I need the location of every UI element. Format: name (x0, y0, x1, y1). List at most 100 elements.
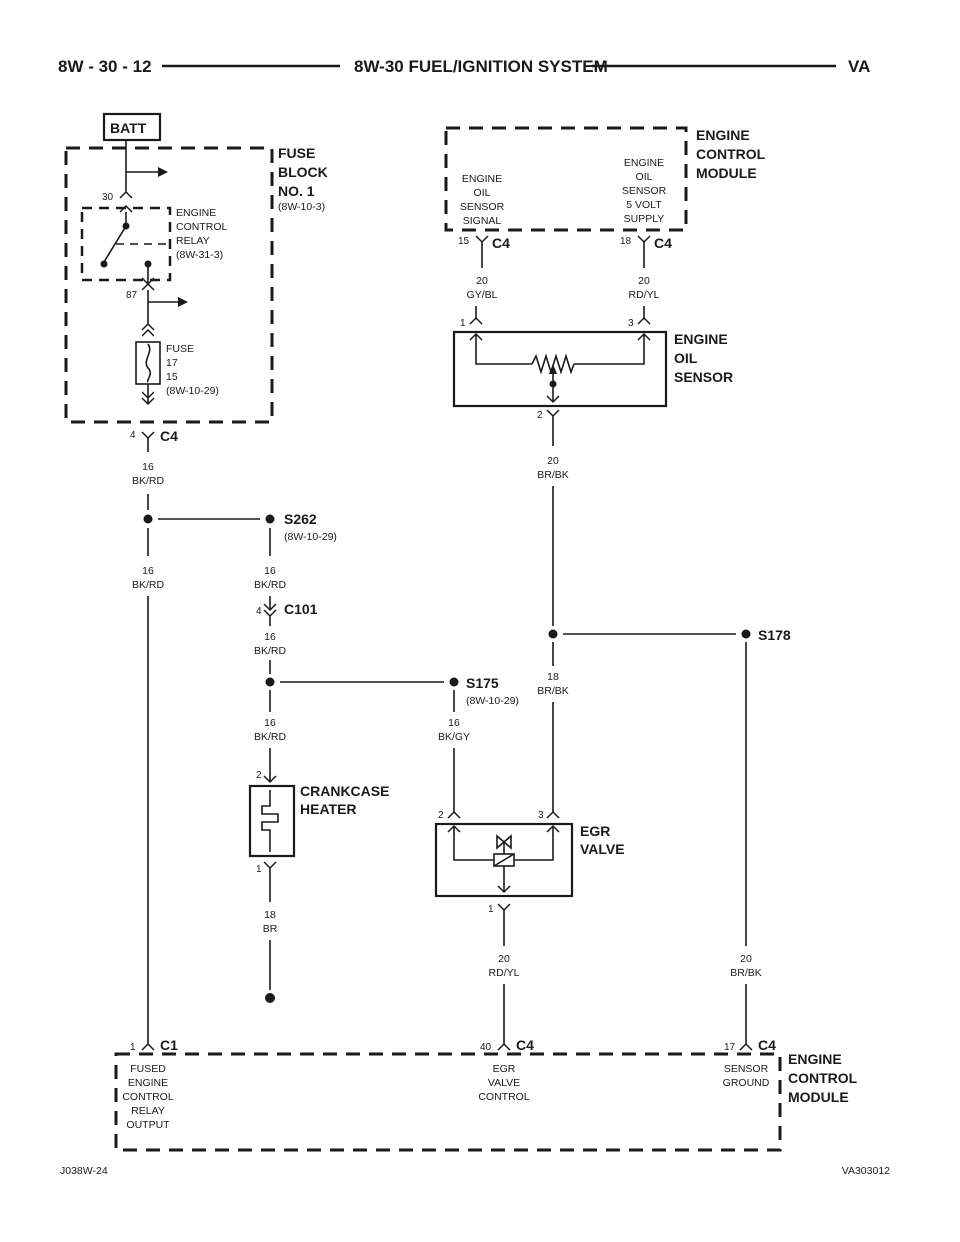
oil-sensor-box (452, 330, 668, 408)
c1-pin1-conn (141, 1042, 155, 1051)
batt-box (102, 112, 162, 142)
egr-valve-sym-l (496, 834, 506, 850)
fuse-label-1: FUSE (166, 343, 194, 355)
heater-pin2-conn (263, 775, 277, 784)
wire-1-color: BK/RD (132, 475, 165, 487)
connector-c4-d: C4 (516, 1037, 534, 1053)
relay-outline (80, 206, 172, 282)
wire-1-gauge: 16 (142, 461, 154, 473)
wire-6-gauge: 16 (448, 717, 460, 729)
relay-87-arrow (178, 297, 188, 307)
connector-c1: C1 (160, 1037, 178, 1053)
relay-label-3: RELAY (176, 235, 210, 247)
s262-node (265, 514, 275, 524)
pin-1-oil: 1 (460, 318, 466, 329)
c4-pin17-conn (739, 1042, 753, 1051)
connector-c4-c: C4 (654, 235, 672, 251)
ecm-bot-label-1: ENGINE (788, 1051, 842, 1067)
ecm-c1-4: RELAY (131, 1105, 165, 1117)
wire-12-color: RD/YL (489, 967, 520, 979)
model-code: VA (848, 57, 870, 76)
batt-label: BATT (110, 120, 147, 136)
ecm-c1-3: CONTROL (122, 1091, 173, 1103)
wire-13-color: BR/BK (730, 967, 762, 979)
wire-2-gauge: 16 (142, 565, 154, 577)
splice-s262: S262 (284, 511, 317, 527)
page-title: 8W-30 FUEL/IGNITION SYSTEM (354, 57, 608, 76)
pin-1-heater: 1 (256, 864, 262, 875)
wire-7-color: GY/BL (467, 289, 498, 301)
connector-c4-a: C4 (160, 428, 178, 444)
pin30-connector (119, 190, 133, 199)
ground-icon (265, 993, 275, 1003)
oil-resistor (531, 353, 575, 375)
pin-18: 18 (620, 236, 632, 247)
ecm-c1-2: ENGINE (128, 1077, 168, 1089)
egr-out-conn (497, 885, 511, 894)
fuse-label-3: 15 (166, 371, 178, 383)
footer-left-code: J038W-24 (60, 1165, 108, 1177)
relay-switch-arm (103, 225, 127, 263)
relay-top-conn (119, 204, 133, 213)
splice-s178: S178 (758, 627, 791, 643)
oil-pin2-conn (546, 409, 560, 418)
s175-left-node (265, 677, 275, 687)
ecm-top-label-3: MODULE (696, 165, 757, 181)
ecm-sup-1: ENGINE (624, 157, 664, 169)
s178-left-node (548, 629, 558, 639)
wire-13-gauge: 20 (740, 953, 752, 965)
connector-c4-e: C4 (758, 1037, 776, 1053)
c4-pin18-conn (637, 235, 651, 244)
batt-arrow (158, 167, 168, 177)
oil-pin1-conn (469, 316, 483, 325)
pin-15: 15 (458, 236, 470, 247)
wire-10-color: BR/BK (537, 685, 569, 697)
wire-7-gauge: 20 (476, 275, 488, 287)
egr-pin2-conn (447, 810, 461, 819)
fuse-body (135, 341, 161, 385)
crankcase-label-2: HEATER (300, 801, 357, 817)
ecm-sig-3: SENSOR (460, 201, 505, 213)
c4-pin15-conn (475, 235, 489, 244)
wire-12-gauge: 20 (498, 953, 510, 965)
connector-c4-b: C4 (492, 235, 510, 251)
ecm-sig-1: ENGINE (462, 173, 502, 185)
oil-pin3-conn (637, 316, 651, 325)
egr-valve-box (434, 822, 574, 898)
pin-2-heater: 2 (256, 770, 262, 781)
oil-wiper-arrow (549, 364, 557, 374)
wire-3-gauge: 16 (264, 565, 276, 577)
heater-element (261, 790, 279, 852)
oil-wiper-node (549, 380, 557, 388)
crankcase-label-1: CRANKCASE (300, 783, 389, 799)
wire-5-gauge: 16 (264, 717, 276, 729)
wire-11-color: BR (263, 923, 278, 935)
wire-10-gauge: 18 (547, 671, 559, 683)
fuse-top-conn-a (141, 322, 155, 331)
c4-pin40-conn (497, 1042, 511, 1051)
fuse-block-ref: (8W-10-3) (278, 201, 325, 213)
fuse-element (145, 343, 152, 383)
ecm-egr-2: VALVE (488, 1077, 520, 1089)
pin-2-oil: 2 (537, 410, 543, 421)
pin-4-c101: 4 (256, 606, 262, 617)
footer-right-code: VA303012 (842, 1165, 890, 1177)
s175-node (449, 677, 459, 687)
egr-pin1-conn (497, 903, 511, 912)
egr-label-2: VALVE (580, 841, 625, 857)
wire-3-color: BK/RD (254, 579, 287, 591)
fuse-top-conn-b (141, 328, 155, 337)
egr-solenoid-slash (493, 853, 515, 867)
splice-s175-ref: (8W-10-29) (466, 695, 519, 707)
egr-label-1: EGR (580, 823, 610, 839)
fuse-label-2: 17 (166, 357, 178, 369)
pin-40: 40 (480, 1042, 492, 1053)
wire-9-gauge: 20 (547, 455, 559, 467)
wire-9-color: BR/BK (537, 469, 569, 481)
page-number: 8W - 30 - 12 (58, 57, 152, 76)
oil-wiper-conn (546, 395, 560, 404)
pin-2-egr: 2 (438, 810, 444, 821)
ecm-sup-3: SENSOR (622, 185, 667, 197)
ecm-sig-4: SIGNAL (463, 215, 502, 227)
